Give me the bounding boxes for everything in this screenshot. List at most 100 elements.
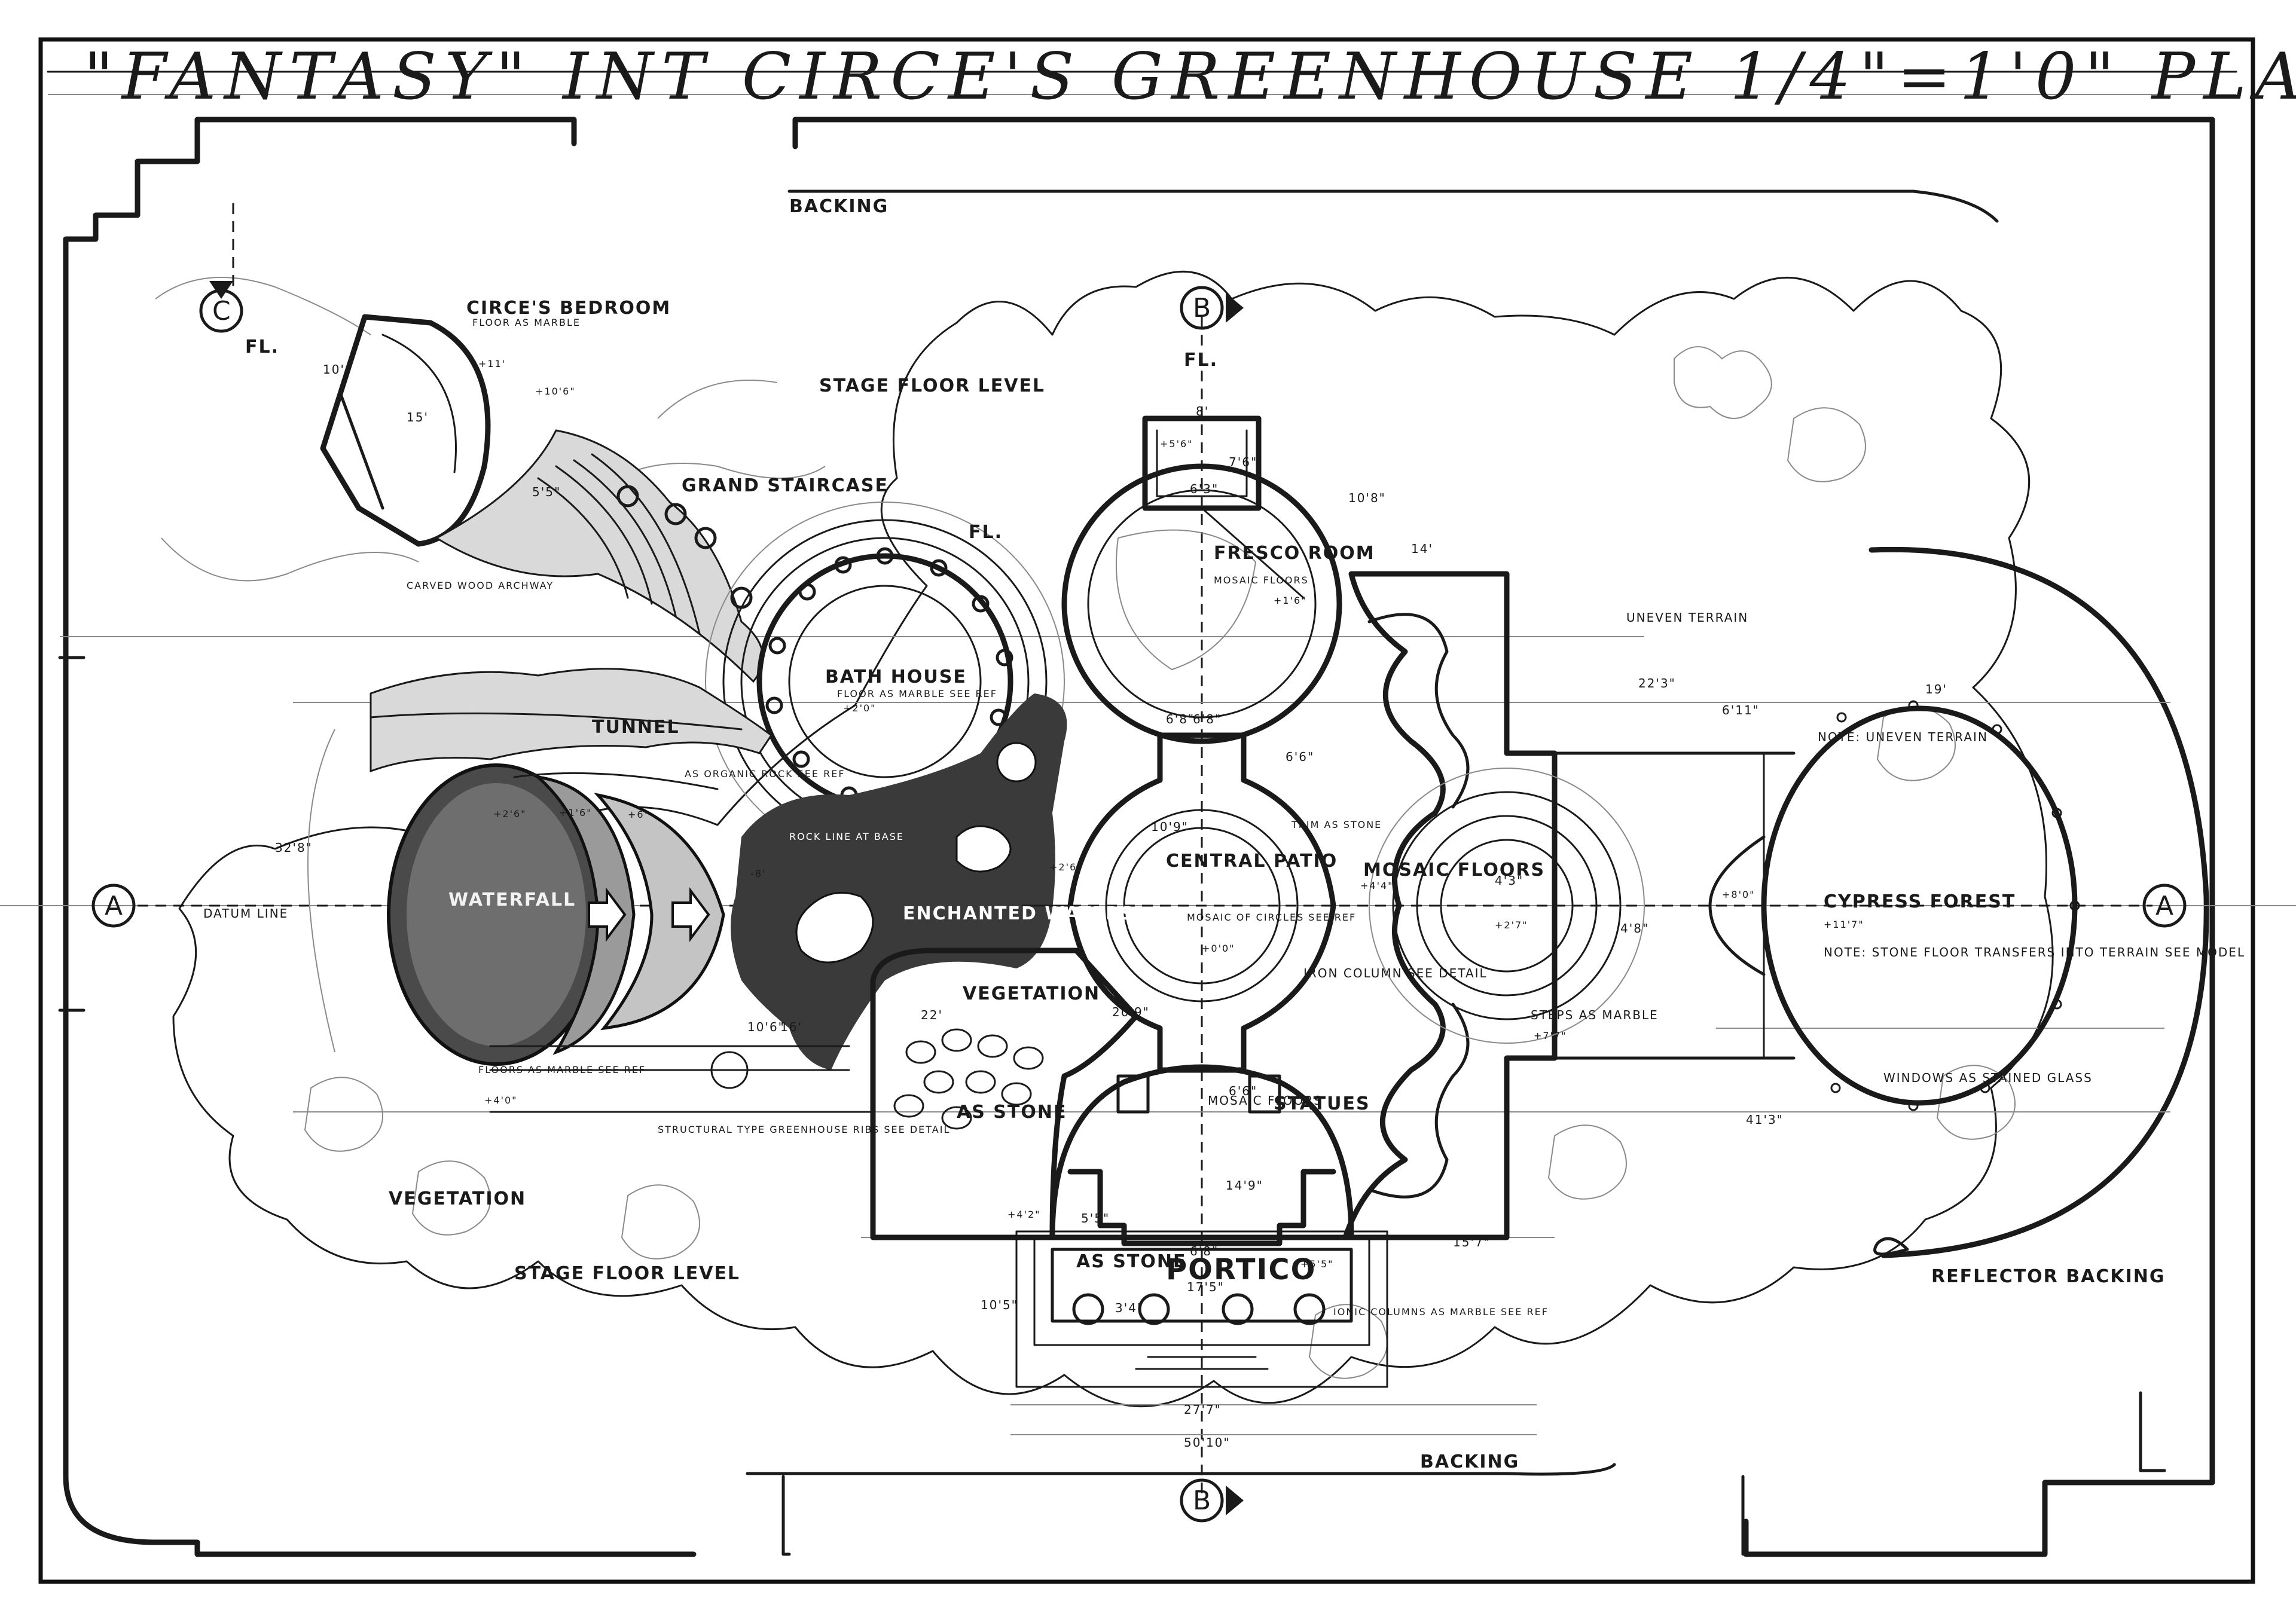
level-mark: +1'6"	[559, 807, 593, 818]
label-fl-1: FL.	[245, 337, 279, 357]
dim: 32'8"	[275, 840, 313, 855]
level-mark: +2'6"	[493, 808, 527, 820]
label-as-stone-2: AS STONE	[1076, 1251, 1186, 1272]
dim: 22'	[921, 1008, 943, 1022]
central-patio	[1021, 732, 1336, 1073]
dim: 14'	[1411, 542, 1433, 556]
dim: 10'	[323, 362, 345, 377]
label-fresco: FRESCO ROOM	[1214, 543, 1375, 564]
stage-wall	[63, 117, 697, 1557]
dim: 4'8"	[1620, 921, 1649, 936]
reflector-arc	[1868, 546, 2209, 1258]
label-patio-note: MOSAIC OF CIRCLES SEE REF	[1187, 912, 1356, 923]
label-windows: WINDOWS AS STAINED GLASS	[1883, 1071, 2093, 1085]
svg-text:C: C	[212, 296, 231, 326]
label-vegetation-1: VEGETATION	[963, 983, 1100, 1004]
level-mark: +11'7"	[1824, 919, 1864, 930]
dim: 6'6"	[1286, 750, 1314, 764]
floor-ribs	[489, 1045, 874, 1113]
dim: 27'7"	[1184, 1402, 1222, 1417]
label-rock-line: ROCK LINE AT BASE	[789, 831, 904, 842]
backing-bottom-line	[746, 1463, 1616, 1476]
section-mark-b-bottom: B	[1180, 1478, 1244, 1523]
dim: 15'	[407, 410, 429, 424]
dim: 10'5"	[981, 1298, 1018, 1312]
dim: 6'11"	[1722, 703, 1760, 717]
dim: 6'6"	[1229, 1084, 1257, 1098]
dim: 10'6"	[747, 1020, 785, 1034]
section-mark-c: C	[199, 203, 243, 333]
label-reflector: REFLECTOR BACKING	[1931, 1266, 2165, 1287]
label-note-stone: NOTE: STONE FLOOR TRANSFERS INTO TERRAIN…	[1824, 945, 2245, 959]
label-backing-top: BACKING	[789, 196, 889, 217]
dim: 6'8"	[1193, 712, 1222, 726]
dim: 6'3"	[1190, 482, 1219, 496]
label-iron-column: IRON COLUMN SEE DETAIL	[1303, 966, 1488, 980]
level-mark: +4'4"	[1360, 880, 1394, 891]
label-floors-marble: FLOORS AS MARBLE SEE REF	[478, 1064, 646, 1075]
label-bedroom-note: FLOOR AS MARBLE	[472, 317, 581, 328]
level-mark: +7'7"	[1534, 1030, 1567, 1041]
dim: 22'3"	[1638, 676, 1676, 690]
label-backing-bottom: BACKING	[1420, 1451, 1519, 1472]
level-mark: +8'0"	[1722, 889, 1755, 900]
dim: 4'3"	[1495, 873, 1523, 888]
dim: 50'10"	[1184, 1435, 1231, 1450]
label-statues: STATUES	[1274, 1093, 1370, 1114]
cypress-forest	[1553, 700, 2080, 1111]
dim: 10'9"	[1151, 820, 1189, 834]
level-mark: +4'0"	[484, 1095, 518, 1106]
dim: 20'9"	[1112, 1005, 1150, 1019]
label-tunnel-note: AS ORGANIC ROCK SEE REF	[685, 768, 845, 780]
level-mark: +11'	[478, 358, 506, 369]
label-fl-2: FL.	[1184, 350, 1218, 371]
tunnel	[370, 668, 773, 773]
svg-text:B: B	[1193, 1486, 1211, 1516]
drawing-title: "FANTASY" INT CIRCE'S GREENHOUSE 1/4"=1'…	[84, 39, 2296, 114]
level-mark: +6"	[628, 809, 650, 820]
vegetation-block	[870, 947, 1354, 1246]
dim: 3'4"	[1115, 1301, 1144, 1315]
dim: 6'8"	[1166, 712, 1195, 726]
section-mark-a-right: A	[2142, 884, 2187, 928]
level-mark: +1'6"	[1274, 595, 1307, 606]
dim: 41'3"	[1746, 1112, 1784, 1127]
dim: 19'	[1925, 682, 1947, 696]
dim: 5'5"	[532, 485, 561, 499]
label-steps: STEPS AS MARBLE	[1531, 1008, 1659, 1022]
sheet-border	[38, 37, 2255, 1584]
level-mark: -8'	[750, 868, 766, 879]
level-mark: +5'6"	[1160, 438, 1193, 450]
label-as-stone-1: AS STONE	[957, 1102, 1067, 1123]
level-markers: +11' +10'6" +5'6" +1'6" +2'0" +2'6" +1'6…	[478, 358, 1864, 1270]
label-stage-floor-top: STAGE FLOOR LEVEL	[819, 375, 1045, 396]
label-vegetation-2: VEGETATION	[389, 1188, 526, 1209]
section-mark-a-left: A	[91, 884, 136, 928]
label-trim-stone: TRIM AS STONE	[1291, 819, 1382, 830]
enchanted-waters	[731, 693, 1067, 1070]
svg-text:A: A	[2155, 891, 2173, 921]
right-garden	[1342, 571, 1645, 1240]
dim: 5'5"	[1081, 1211, 1110, 1225]
label-datum: DATUM LINE	[203, 906, 288, 921]
svg-text:A: A	[105, 891, 123, 921]
portico	[1015, 1230, 1388, 1388]
label-stage-floor-bottom: STAGE FLOOR LEVEL	[514, 1263, 740, 1284]
label-archway: CARVED WOOD ARCHWAY	[407, 580, 554, 591]
label-mosaic-2: MOSAIC FLOORS	[1208, 1093, 1323, 1108]
label-fl-3: FL.	[969, 522, 1003, 543]
label-bedroom: CIRCE'S BEDROOM	[466, 298, 671, 319]
level-mark: +2'7"	[1495, 919, 1528, 931]
label-fresco-note: MOSAIC FLOORS	[1214, 574, 1309, 586]
label-portico: PORTICO	[1166, 1253, 1316, 1286]
dim: 8'	[1196, 404, 1209, 418]
vegetation-outline	[172, 270, 2054, 1407]
label-cypress: CYPRESS FOREST	[1824, 891, 2016, 912]
label-patio: CENTRAL PATIO	[1166, 851, 1338, 872]
waterfall	[307, 729, 725, 1066]
level-mark: +2'6"	[1049, 861, 1083, 873]
section-mark-b-top: B	[1180, 286, 1244, 330]
dim: 15'7"	[1453, 1235, 1491, 1249]
label-note-terrain: NOTE: UNEVEN TERRAIN	[1818, 730, 1988, 744]
label-uneven: UNEVEN TERRAIN	[1626, 610, 1748, 625]
